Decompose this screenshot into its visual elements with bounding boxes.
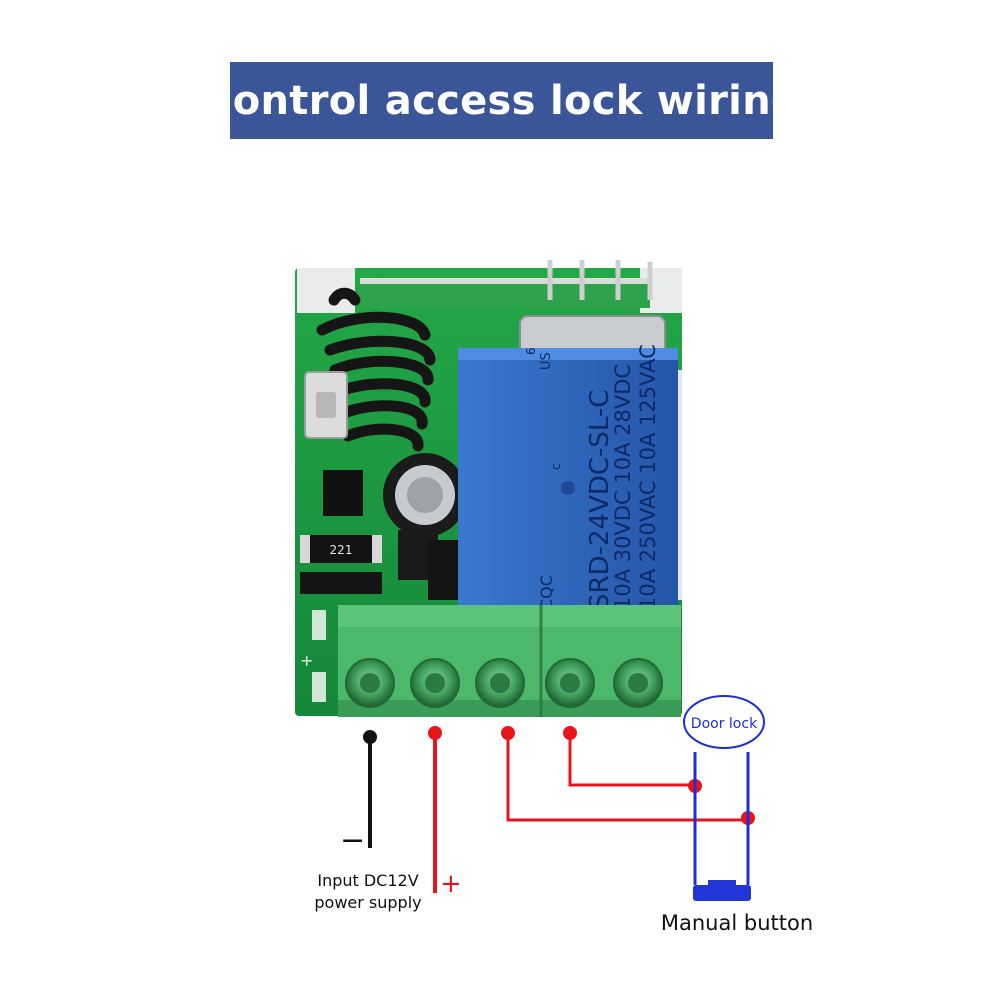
manual-button-label: Manual button xyxy=(661,911,813,935)
terminal-screw[interactable] xyxy=(545,658,595,708)
relay-us-mark: US xyxy=(539,352,554,370)
plus-mark: + xyxy=(440,869,462,899)
terminal-screw[interactable] xyxy=(345,658,395,708)
door-lock-label: Door lock xyxy=(691,716,758,732)
terminal-block xyxy=(338,605,681,717)
terminal-screw[interactable] xyxy=(475,658,525,708)
terminal-screw[interactable] xyxy=(613,658,663,708)
relay-model: SRD-24VDC-SL-C xyxy=(585,390,615,610)
relay: 10A 250VAC 10A 125VAC 10A 30VDC 10A 28VD… xyxy=(458,344,678,623)
title-banner: Control access lock wiring xyxy=(203,62,800,139)
board-plus-mark: + xyxy=(300,651,313,670)
power-label-line-2: power supply xyxy=(314,893,421,912)
relay-c-mark: c xyxy=(549,463,563,470)
antenna-coil xyxy=(316,287,436,452)
door-lock: Door lock xyxy=(683,695,765,749)
relay-cqc-mark: CQC xyxy=(537,575,556,610)
capacitor xyxy=(383,453,467,537)
rf-receiver-module xyxy=(360,260,653,308)
relay-module-board: 221 10A 250VAC 10A 125VAC 10A 30VDC 10A … xyxy=(295,260,682,716)
wire-negative xyxy=(363,730,377,848)
manual-button-icon xyxy=(693,880,751,901)
resistor-code: 221 xyxy=(330,543,353,557)
wire-no-to-lock xyxy=(563,726,702,793)
power-label-line-1: Input DC12V xyxy=(317,871,418,890)
relay-six-mark: 6 xyxy=(524,347,538,355)
terminal-screw[interactable] xyxy=(410,658,460,708)
minus-mark: − xyxy=(340,823,365,858)
chip xyxy=(323,470,363,516)
wire-positive xyxy=(428,726,442,893)
relay-rating-line-2: 10A 30VDC 10A 28VDC xyxy=(611,364,635,610)
relay-rating-line-1: 10A 250VAC 10A 125VAC xyxy=(636,344,660,610)
resistor-221 xyxy=(300,535,382,563)
door-lock-wires xyxy=(693,752,750,885)
page-title: Control access lock wiring xyxy=(203,77,800,124)
